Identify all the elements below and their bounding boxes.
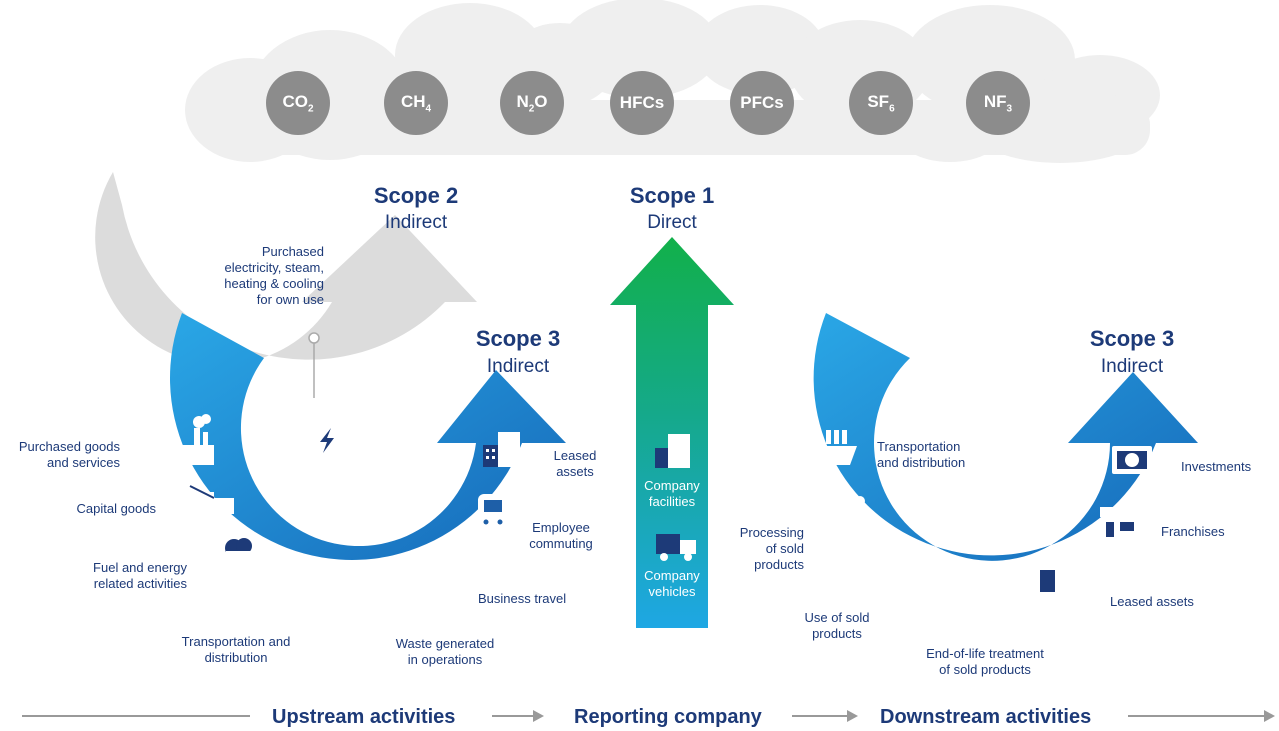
gas-co2-circle: CO2 [266,71,330,135]
gas-base-text: NF [983,91,1007,111]
gas-n2o-circle: N2O [500,71,564,135]
scope1-title: Scope 1 [629,183,715,208]
gas-subscript-text: 2 [528,103,535,115]
downstream-activities-label: Downstream activities [880,706,1092,728]
ship-icon [276,584,336,617]
scope2-subtitle: Indirect [384,212,448,233]
gas-base-text: N [516,91,529,111]
scope2-arrow [95,172,477,365]
investments-label: Investments [1181,459,1252,474]
truck-icon [184,485,234,520]
gas-base-text: CH [400,91,426,111]
employee-commuting-label: Employee commuting [529,520,593,551]
reporting-company-label: Reporting company [574,706,762,728]
office-building-icon [483,432,520,467]
fuel-energy-label: Fuel and energy related activities [93,560,187,591]
scope3-upstream-subtitle: Indirect [486,356,550,377]
office-building-icon [1040,557,1077,592]
gas-base-text: PFCs [740,93,784,112]
scope3-downstream-title: Scope 3 [1089,326,1175,351]
scope2-title: Scope 2 [373,183,459,208]
scope1-arrow [610,237,734,628]
scope1-subtitle: Direct [647,212,697,233]
gas-subscript-text: 2 [307,103,314,115]
banknote-icon [1112,446,1152,474]
gas-subscript-text: 3 [1006,103,1013,115]
factory-icon [172,414,214,465]
gas-subscript-text: 6 [889,103,895,115]
gas-base-text: HFCs [619,93,665,112]
business-travel-label: Business travel [478,591,567,606]
purchased-goods-label: Purchased goods and services [18,439,120,470]
airplane-icon [432,545,476,586]
franchises-label: Franchises [1161,524,1225,539]
gas-sf6-circle: SF6 [849,71,913,135]
company-vehicles-label: Company vehicles [644,568,700,599]
company-facilities-label: Company facilities [644,478,700,509]
waste-label: Waste generated in operations [395,636,495,667]
gas-base-text: SF [867,91,890,111]
gas-pfcs-circle: PFCs [730,71,794,135]
gas-base-text: CO [282,91,308,111]
waste-container-icon [374,587,408,618]
lightbulb-icon [893,565,927,607]
scope3-upstream-arrow [169,313,566,561]
end-of-life-label: End-of-life treatment of sold products [926,646,1044,677]
capital-goods-label: Capital goods [76,501,157,516]
gas-hfcs-circle: HFCs [610,71,674,135]
downstream-transportation-label: Transportation and distribution [877,439,966,470]
footer-flow-lines [22,710,1275,722]
processing-label: Processing of sold products [739,525,804,572]
downstream-leased-assets-label: Leased assets [1110,594,1194,609]
gas-ch4-circle: CH4 [384,71,448,135]
scope3-upstream-title: Scope 3 [475,326,561,351]
use-of-sold-products-label: Use of sold products [804,610,870,641]
gas-tail-text: O [534,91,548,111]
upstream-transportation-label: Transportation and distribution [181,634,291,665]
lightning-icon [308,421,346,459]
factory-icon [826,496,868,550]
commuter-train-icon [478,494,508,530]
company-vehicle-icon [656,534,696,561]
upstream-activities-label: Upstream activities [272,706,456,728]
ship-icon [795,430,857,465]
scope2-pin-dot [308,332,320,344]
coal-cart-icon [225,538,256,584]
storefront-icon [1100,507,1140,537]
trash-bin-icon [964,580,994,620]
gas-nf3-circle: NF3 [966,71,1030,135]
company-facilities-icon [655,434,690,468]
leased-assets-label: Leased assets [553,448,597,479]
scope3-downstream-arrow [813,313,1198,561]
scope3-downstream-subtitle: Indirect [1100,356,1164,377]
gas-subscript-text: 4 [425,103,432,115]
scope2-description: Purchased electricity, steam, heating & … [224,244,324,307]
